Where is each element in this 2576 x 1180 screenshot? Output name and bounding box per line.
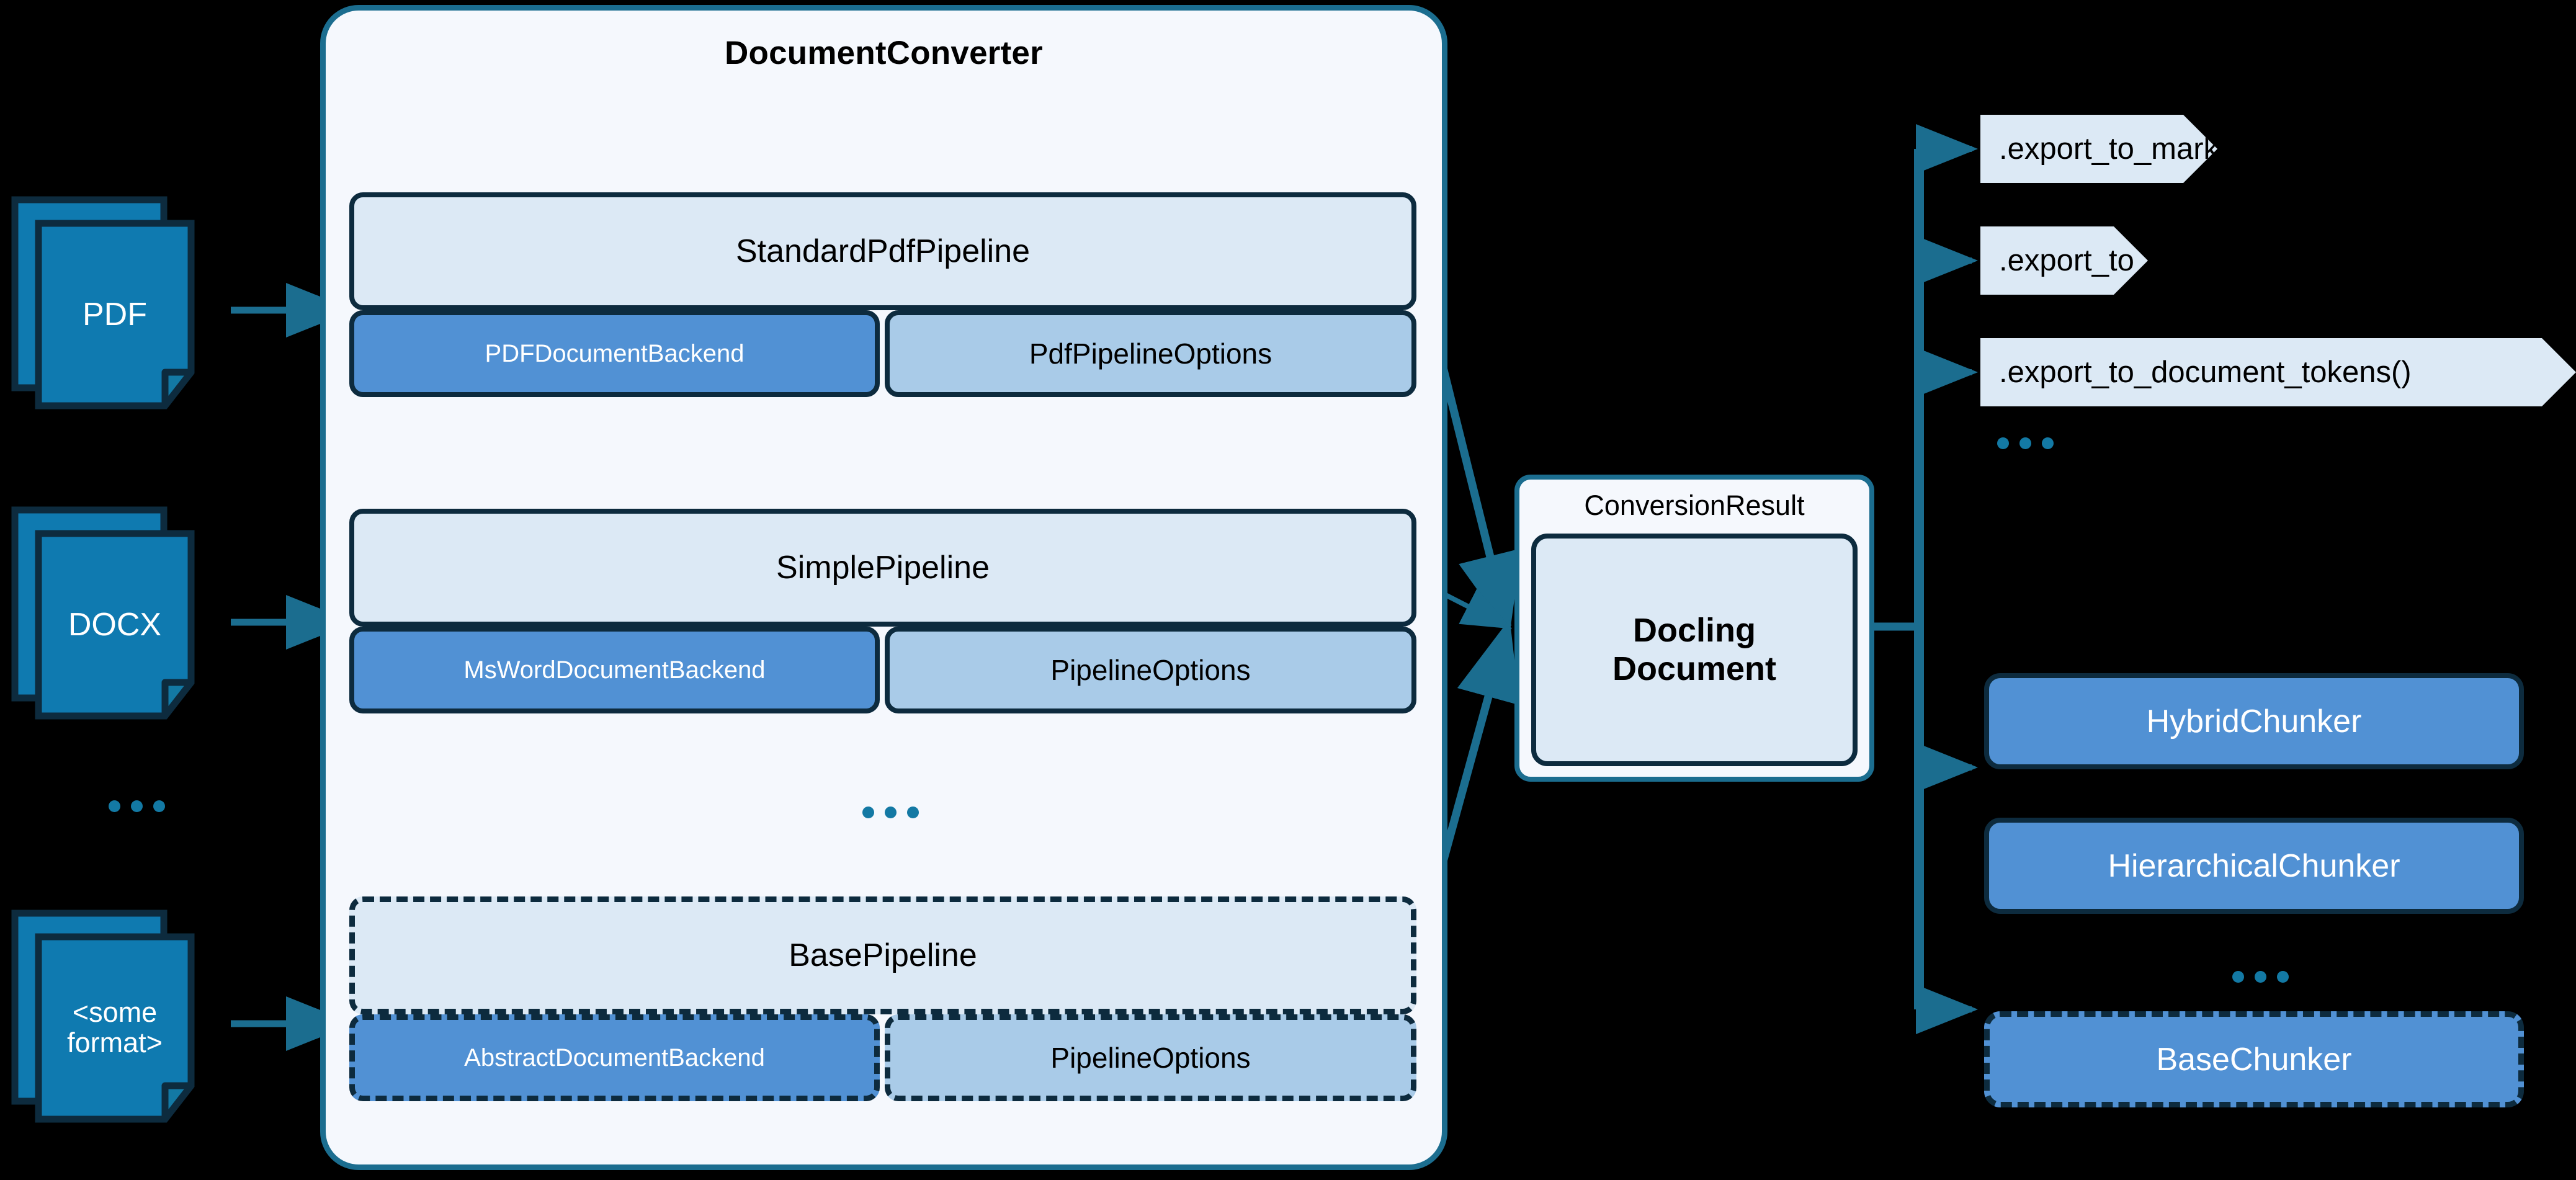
pipeline-options-label: PipelineOptions [1050,1042,1251,1074]
chunker-hierarchical-label: HierarchicalChunker [2108,847,2400,884]
export-dict-callout[interactable]: .export_to_dict() [1980,226,2148,295]
document-converter-title: DocumentConverter [725,34,1043,71]
export-document-tokens-label: .export_to_document_tokens() [1999,355,2412,389]
pipeline-options-label: PdfPipelineOptions [1029,337,1272,370]
chunker-hybrid[interactable]: HybridChunker [1984,673,2524,769]
pipeline-backend-label: MsWordDocumentBackend [463,656,766,684]
chunker-hybrid-label: HybridChunker [2146,703,2362,740]
chunker-base[interactable]: BaseChunker [1984,1011,2524,1107]
input-pdf[interactable]: PDF [11,168,235,416]
converter-ellipsis [862,807,919,818]
chunker-hierarchical[interactable]: HierarchicalChunker [1984,818,2524,914]
export-document-tokens-callout[interactable]: .export_to_document_tokens() [1980,338,2576,406]
pipeline-header-standardpdfpipeline[interactable]: StandardPdfPipeline [349,192,1416,310]
document-stack-icon [11,910,195,1123]
docling-document-line2: Document [1612,650,1776,687]
pipeline-options-pdfpipelineoptions[interactable]: PdfPipelineOptions [885,310,1416,397]
conversion-result-label: ConversionResult [1584,489,1805,521]
pipeline-backend-pdfdocumentbackend[interactable]: PDFDocumentBackend [349,310,880,397]
document-stack-icon [11,506,195,720]
pipeline-header-basepipeline[interactable]: BasePipeline [349,896,1416,1014]
chunkers-ellipsis [2232,971,2289,983]
pipeline-header-simplepipeline[interactable]: SimplePipeline [349,509,1416,627]
input-docx[interactable]: DOCX [11,478,235,726]
pipeline-backend-label: PDFDocumentBackend [485,339,745,367]
pipeline-backend-abstractbackend[interactable]: AbstractDocumentBackend [349,1014,880,1101]
inputs-ellipsis [109,800,165,812]
export-dict-label: .export_to_dict() [1999,244,2219,277]
export-markdown-label: .export_to_markdown() [1999,132,2312,166]
docling-document-line1: Docling [1633,612,1756,650]
export-markdown-callout[interactable]: .export_to_markdown() [1980,115,2217,183]
pipeline-options-label: PipelineOptions [1050,654,1251,686]
pipeline-name-label: BasePipeline [789,937,977,973]
pipeline-options-basepipelineoptions[interactable]: PipelineOptions [885,1014,1416,1101]
chunker-base-label: BaseChunker [2156,1041,2352,1078]
document-stack-icon [11,196,195,409]
pipeline-name-label: SimplePipeline [776,550,990,586]
pipeline-name-label: StandardPdfPipeline [735,233,1031,269]
exports-ellipsis [1997,437,2054,449]
pipeline-options-pipelineoptions[interactable]: PipelineOptions [885,627,1416,713]
docling-document-box[interactable]: Docling Document [1531,534,1858,766]
input-other-format[interactable]: <some format> [11,881,235,1129]
pipeline-backend-label: AbstractDocumentBackend [464,1044,765,1071]
pipeline-backend-mswordbackend[interactable]: MsWordDocumentBackend [349,627,880,713]
